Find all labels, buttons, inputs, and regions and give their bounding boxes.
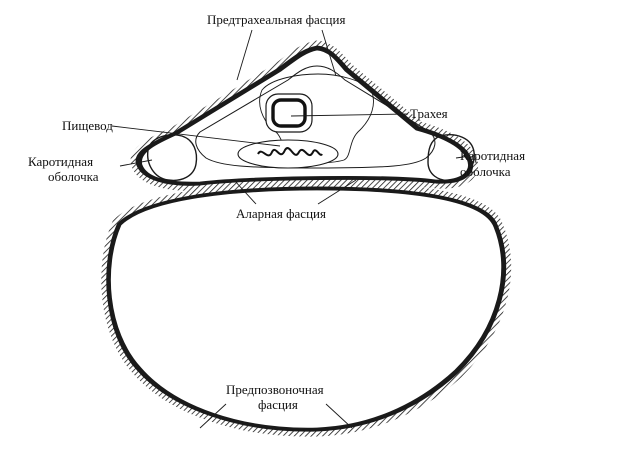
label-pretracheal-fascia: Предтрахеальная фасция [207,12,345,27]
leader-trachea [290,113,409,117]
leader-esophagus [111,125,281,147]
leader-carotid-right [455,155,471,159]
carotid-sheath-left [147,134,198,182]
esophagus-lumen [257,147,323,157]
leader-alar-right [317,179,357,205]
label-carotid-sheath-left-line1: Каротидная [28,154,93,169]
label-prevertebral-fascia-line1: Предпозвоночная [226,382,324,397]
label-alar-fascia: Аларная фасция [236,206,326,221]
leader-pretracheal-left [236,29,253,81]
label-trachea: Трахея [410,106,448,121]
esophagus-wall [237,139,339,169]
label-carotid-sheath-right-line1: Каротидная [460,148,525,163]
thyroid-contour [259,73,374,164]
leader-lines [111,29,471,429]
trachea [265,93,313,133]
label-prevertebral-fascia-line2: фасция [258,397,298,412]
label-carotid-sheath-right-line2: оболочка [460,164,511,179]
leader-pretracheal-right [321,29,337,77]
prevertebral-space [110,189,503,429]
prevertebral-compartment [101,181,512,437]
leader-prevertebral-right [325,403,353,429]
carotid-sheath-right [427,134,475,181]
esophagus [237,139,339,169]
visceral-fascia [195,65,436,169]
carotid-sheath-left-outline [147,134,198,182]
leader-prevertebral-left [199,403,227,429]
label-carotid-sheath-left-line2: оболочка [48,169,99,184]
carotid-sheath-right-outline [427,134,475,181]
leader-alar-left [233,179,257,205]
pretracheal-fascia-hatch [130,40,479,191]
leader-carotid-left [119,159,153,167]
label-esophagus: Пищевод [62,118,113,133]
trachea-cartilage [271,98,307,128]
